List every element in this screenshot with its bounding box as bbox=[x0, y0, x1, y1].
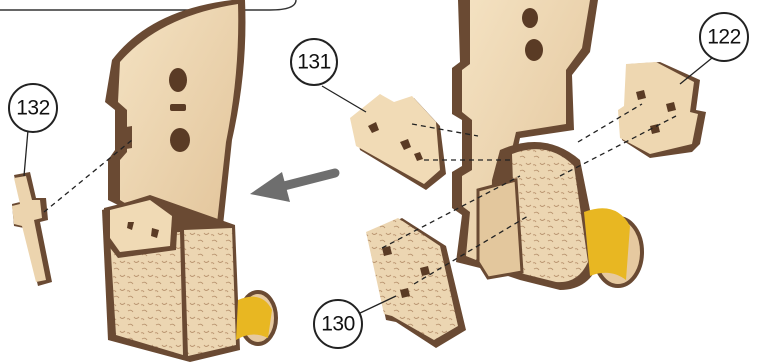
left-yellow-band bbox=[236, 297, 272, 340]
callout-131-label: 131 bbox=[297, 51, 331, 74]
left-blade-tab bbox=[120, 126, 132, 150]
left-base-side bbox=[184, 228, 236, 356]
left-blade-hole bbox=[170, 128, 190, 152]
callout-122-label: 122 bbox=[707, 26, 741, 49]
left-blade-slot bbox=[170, 104, 186, 111]
right-side-plate bbox=[478, 180, 522, 278]
callout-131: 131 bbox=[291, 39, 366, 112]
piece-131 bbox=[350, 94, 446, 190]
piece-132 bbox=[12, 172, 52, 286]
piece-122 bbox=[618, 62, 706, 158]
callout-132-label: 132 bbox=[16, 97, 50, 120]
leader-line bbox=[24, 130, 28, 176]
assembly-direction-arrow-icon bbox=[250, 172, 335, 202]
right-blade-hole bbox=[525, 39, 543, 61]
callout-130-label: 130 bbox=[321, 313, 355, 336]
right-blade-hole bbox=[522, 8, 538, 28]
left-assembly bbox=[102, 0, 276, 362]
callout-132: 132 bbox=[9, 84, 57, 176]
piece-130-face bbox=[366, 218, 458, 340]
right-assembly bbox=[452, 0, 642, 290]
right-yellow-band bbox=[584, 208, 630, 280]
frame-corner bbox=[0, 0, 296, 10]
left-blade-hole bbox=[169, 68, 187, 92]
callout-122: 122 bbox=[680, 13, 748, 84]
leader-line bbox=[322, 86, 366, 112]
